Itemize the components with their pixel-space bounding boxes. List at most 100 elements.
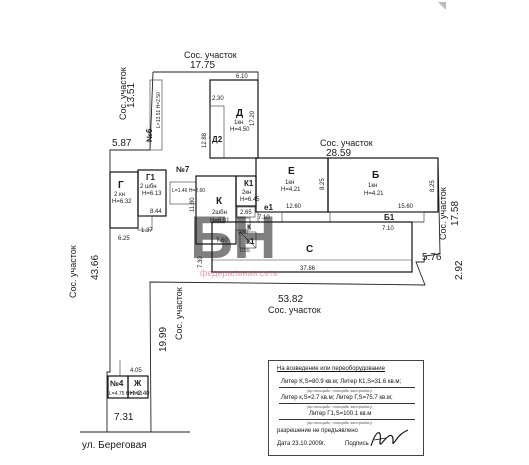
floors-G1: 2 шбн xyxy=(140,184,157,190)
neighbor-label-lower-left: Сос. участок xyxy=(174,287,184,340)
svg-text:БН: БН xyxy=(190,204,276,271)
dim-k: 2.00 xyxy=(238,230,248,236)
dim-right-small: 2.92 xyxy=(454,260,465,280)
dim-top-width: 17.75 xyxy=(190,60,215,71)
label-n4: №4 xyxy=(110,379,124,388)
dim-K1: 2.65 xyxy=(240,210,252,216)
dim-street-width: 7.31 xyxy=(114,412,134,423)
floors-K: 2шбн xyxy=(212,210,227,216)
dim-C-width: 37.86 xyxy=(300,266,316,272)
neighbor-label-right: Сос. участок xyxy=(320,138,373,148)
dim-G: 6.25 xyxy=(118,236,130,242)
height-G1: H=6.13 xyxy=(142,191,162,197)
label-k1: к1 xyxy=(246,237,255,246)
floors-D: 1кн xyxy=(234,120,243,126)
stamp-sign-label: Подпись xyxy=(345,441,369,447)
label-G1: Г1 xyxy=(146,173,156,182)
structure-n6 xyxy=(149,79,163,151)
dim-bottom-width: 53.82 xyxy=(278,294,303,305)
building-B xyxy=(327,157,439,213)
label-n7: №7 xyxy=(176,165,190,174)
dim-right-step: 5.76 xyxy=(422,252,442,263)
label-C: С xyxy=(306,244,313,255)
dim-n6: L=13.51 H=2.50 xyxy=(156,92,162,128)
floors-G: 2 кн xyxy=(114,192,125,198)
floors-K1: 2кн xyxy=(242,190,251,196)
neighbor-label-top: Сос. участок xyxy=(184,50,237,60)
street-name: ул. Береговая xyxy=(82,440,147,451)
floors-B: 1кн xyxy=(368,183,377,189)
dim-E-width: 12.60 xyxy=(286,204,302,210)
label-K: К xyxy=(216,196,223,207)
dim-K-width: 7.60 xyxy=(216,238,228,244)
stamp-line-2: Литер к,S=2.7 кв.м; Литер Г,S=75.7 кв.м; xyxy=(281,395,393,401)
building-B1 xyxy=(329,211,425,223)
dim-G1-depth: 1.37 xyxy=(141,228,153,234)
dim-right-width: 28.59 xyxy=(326,148,351,159)
neighbor-label-right-side: Сос. участок xyxy=(438,187,448,240)
label-Zh: Ж xyxy=(133,379,142,388)
watermark-logo: БН федеральная сеть xyxy=(190,204,278,278)
dim-D-depth: 2.30 xyxy=(212,96,224,102)
height-Zh: H=2.40 xyxy=(130,391,150,397)
label-E: Е xyxy=(288,166,295,177)
height-E: H=4.21 xyxy=(281,187,301,193)
dim-n4: L=4.75 H=2.50 xyxy=(109,391,142,397)
dim-G1: 8.44 xyxy=(150,209,162,215)
dim-n7: L=1.46 H=2.60 xyxy=(172,188,205,194)
dim-Zh: 4.05 xyxy=(130,368,142,374)
dim-B1: 7.10 xyxy=(382,226,394,232)
dim-K-height: 11.80 xyxy=(190,197,196,212)
building-C xyxy=(211,221,413,273)
building-Zh xyxy=(127,375,149,399)
height-G: H=6.32 xyxy=(112,199,132,205)
label-G: Г xyxy=(118,180,124,191)
signature-scribble xyxy=(370,429,409,447)
building-k1 xyxy=(239,231,257,249)
approval-stamp-box: На возведение или переоборудование Литер… xyxy=(268,360,424,456)
floors-E: 1кн xyxy=(285,180,294,186)
neighbor-label-left-upper: Сос. участок xyxy=(118,67,128,120)
dim-lower-side: 19.99 xyxy=(158,327,169,352)
neighbor-label-left-lower: Сос. участок xyxy=(68,245,78,298)
stamp-permission: разрешение не предъявлено xyxy=(277,428,358,434)
stamp-line-1: Литер К,S=80.9 кв.м; Литер К1,S=31.6 кв.… xyxy=(281,379,402,385)
svg-text:федеральная сеть: федеральная сеть xyxy=(200,268,278,278)
dim-e1: 7.10 xyxy=(258,215,270,221)
stamp-note-2: (гр.площадь, площадь застройки) xyxy=(307,404,372,409)
height-K: H=6.91 xyxy=(210,218,230,224)
label-e1: е1 xyxy=(264,203,273,212)
height-K1: H=6.45 xyxy=(240,197,260,203)
dim-K-depth: 7.30 xyxy=(198,256,204,268)
stamp-note-3: (гр.площадь, площадь застройки) xyxy=(307,420,372,425)
label-B: Б xyxy=(372,170,379,181)
stamp-note-1: (гр.площадь, площадь застройки) xyxy=(307,388,372,393)
label-B1: Б1 xyxy=(384,213,395,222)
label-n6: №6 xyxy=(145,128,154,142)
label-k: к xyxy=(247,222,252,231)
height-B: H=4.21 xyxy=(364,191,384,197)
building-K xyxy=(195,175,237,245)
neighbor-label-bottom: Сос. участок xyxy=(268,305,321,315)
dim-E-height: 8.25 xyxy=(320,178,326,190)
dim-left-mid: 5.87 xyxy=(112,138,132,149)
dim-k1: 0.55 xyxy=(240,248,250,254)
height-D: H=4.50 xyxy=(230,127,250,133)
dim-B-width: 15.60 xyxy=(398,204,414,210)
dim-left-top: 13.51 xyxy=(126,83,137,108)
dim-D2: 12.88 xyxy=(202,132,208,148)
dim-D-width: 6.10 xyxy=(236,74,248,80)
stamp-title: На возведение или переоборудование xyxy=(277,366,385,372)
label-D2: Д2 xyxy=(212,135,223,144)
building-k xyxy=(235,217,251,231)
stamp-date: Дата 23.10.2009г. xyxy=(277,441,326,447)
dim-right-side: 17.58 xyxy=(450,201,461,226)
dim-B-height: 8.25 xyxy=(430,180,436,192)
stamp-line-3: Литер Г1,S=100.1 кв.м xyxy=(309,411,372,417)
dim-D-height: 17.20 xyxy=(250,110,256,126)
label-D: Д xyxy=(236,108,243,119)
label-K1: К1 xyxy=(244,179,254,188)
dim-left-long: 43.66 xyxy=(90,255,101,280)
